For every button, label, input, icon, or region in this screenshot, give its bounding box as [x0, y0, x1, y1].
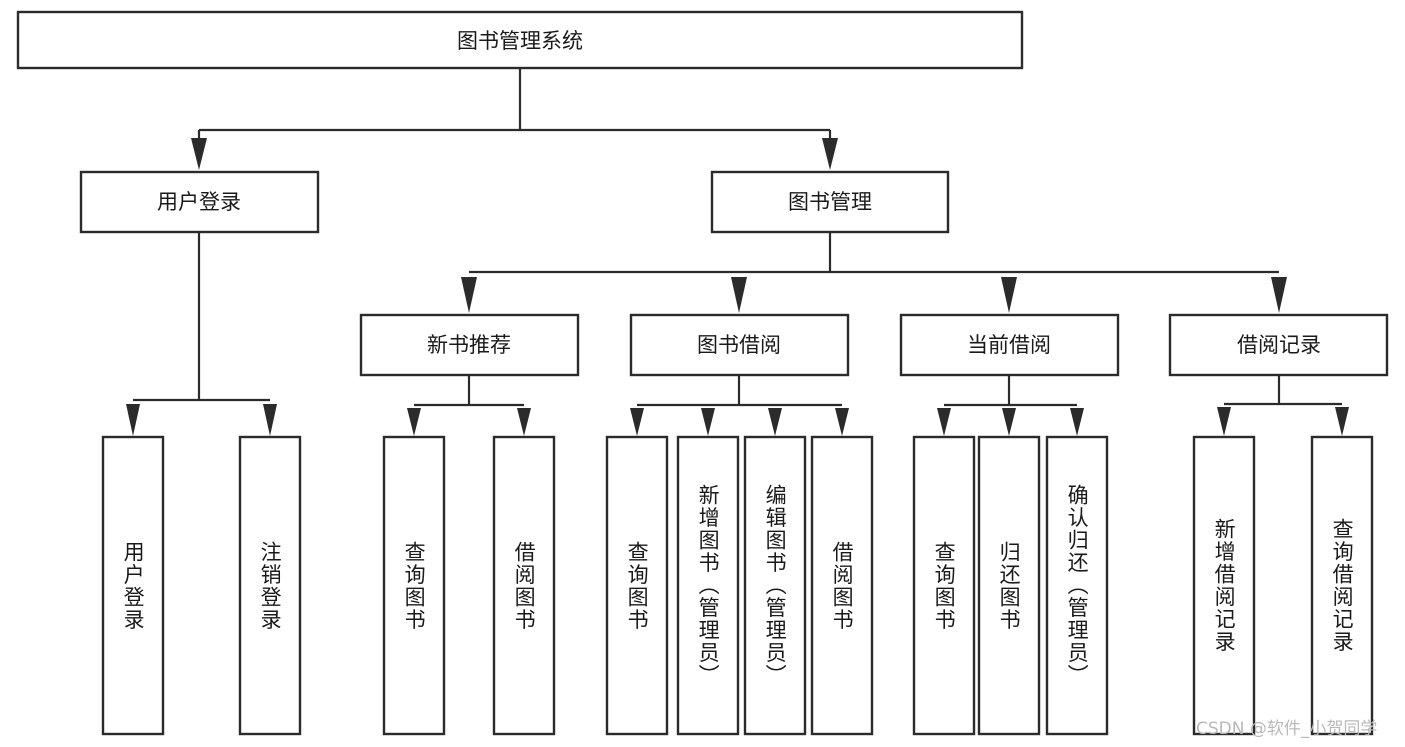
arrow-head-leaf-add-borrow-record [1217, 407, 1231, 436]
node-label-borrow-record: 借阅记录 [1237, 333, 1321, 357]
node-box-new-book-recommend[interactable] [359, 313, 580, 377]
node-box-leaf-return-book[interactable] [977, 435, 1041, 736]
node-label-user-login: 用户登录 [157, 190, 241, 214]
arrow-head-leaf-query-book-1 [407, 408, 421, 436]
arrow-head-leaf-return-book [1002, 408, 1016, 436]
arrow-head-leaf-query-book-3 [937, 408, 951, 436]
arrow-head-leaf-query-borrow-record [1335, 407, 1349, 436]
arrow-head-user-login [191, 138, 207, 170]
node-box-leaf-user-login[interactable] [101, 435, 165, 736]
node-box-leaf-query-book-3[interactable] [912, 435, 976, 736]
watermark-text: CSDN @软件_小贺同学 [1196, 719, 1378, 739]
node-box-book-management[interactable] [710, 170, 950, 234]
node-box-leaf-borrow-book-2[interactable] [810, 435, 874, 736]
node-label-book-management: 图书管理 [788, 190, 872, 214]
node-label-current-borrow: 当前借阅 [967, 333, 1051, 357]
node-box-leaf-borrow-book-1[interactable] [492, 435, 556, 736]
arrow-head-leaf-confirm-return-admin [1070, 408, 1084, 436]
arrow-head-leaf-borrow-book-1 [517, 408, 531, 436]
node-box-leaf-query-borrow-record[interactable] [1310, 435, 1374, 736]
arrow-head-leaf-query-book-2 [630, 408, 644, 436]
node-label-book-borrow: 图书借阅 [697, 333, 781, 357]
node-box-leaf-add-borrow-record[interactable] [1192, 435, 1256, 736]
arrow-head-leaf-logout-login [263, 404, 277, 436]
arrow-head-leaf-edit-book-admin [768, 408, 782, 436]
node-box-leaf-query-book-2[interactable] [605, 435, 669, 736]
node-layer: 图书管理系统 用户登录 图书管理 新书推荐 图书借阅 当前借阅 借阅记录 [16, 10, 1389, 736]
node-box-leaf-confirm-return-admin[interactable] [1045, 435, 1109, 736]
node-box-book-borrow[interactable] [629, 313, 850, 377]
arrow-head-borrow-record [1271, 277, 1287, 313]
node-label-new-book-recommend: 新书推荐 [427, 333, 511, 357]
node-box-user-login[interactable] [79, 170, 320, 234]
arrow-head-new-book-recommend [461, 277, 477, 313]
node-box-leaf-edit-book-admin[interactable] [743, 435, 807, 736]
node-label-title: 图书管理系统 [457, 29, 583, 53]
node-box-borrow-record[interactable] [1168, 313, 1389, 377]
node-box-leaf-logout-login[interactable] [238, 435, 302, 736]
arrow-head-leaf-add-book-admin [701, 408, 715, 436]
node-box-leaf-add-book-admin[interactable] [676, 435, 740, 736]
node-box-title[interactable] [16, 10, 1024, 70]
arrow-head-current-borrow [1001, 277, 1017, 313]
arrow-head-book-borrow [731, 277, 747, 313]
arrow-head-leaf-user-login [126, 404, 140, 436]
node-box-current-borrow[interactable] [899, 313, 1120, 377]
arrow-head-leaf-borrow-book-2 [835, 408, 849, 436]
connector-layer [126, 68, 1349, 436]
arrow-head-book-management [822, 138, 838, 170]
node-box-leaf-query-book-1[interactable] [382, 435, 446, 736]
